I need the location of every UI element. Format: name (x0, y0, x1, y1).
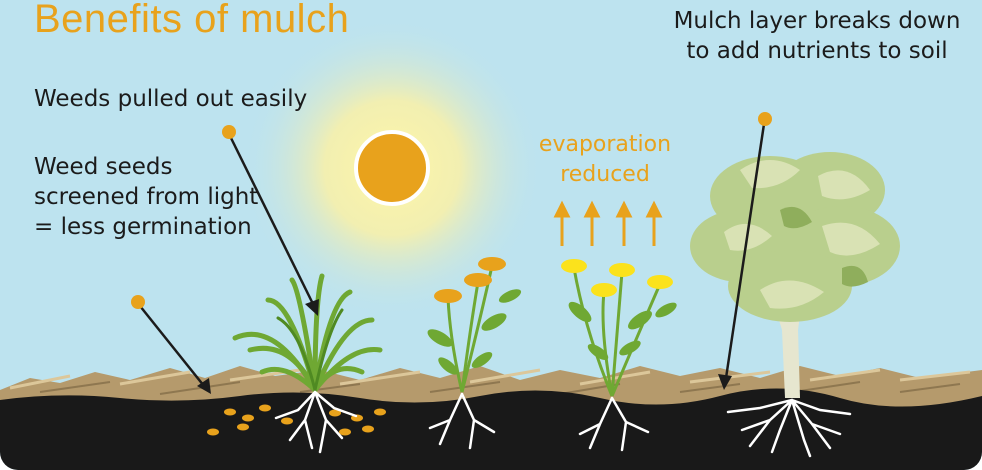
label-evaporation: evaporation reduced (505, 130, 705, 190)
page-title: Benefits of mulch (34, 0, 349, 42)
evaporation-arrows (556, 204, 660, 246)
label-mulch-breaks-down: Mulch layer breaks down to add nutrients… (672, 6, 962, 66)
label-weed-seeds: Weed seeds screened from light = less ge… (34, 152, 264, 242)
sun-icon (242, 18, 542, 318)
label-weeds-pulled: Weeds pulled out easily (34, 84, 307, 114)
